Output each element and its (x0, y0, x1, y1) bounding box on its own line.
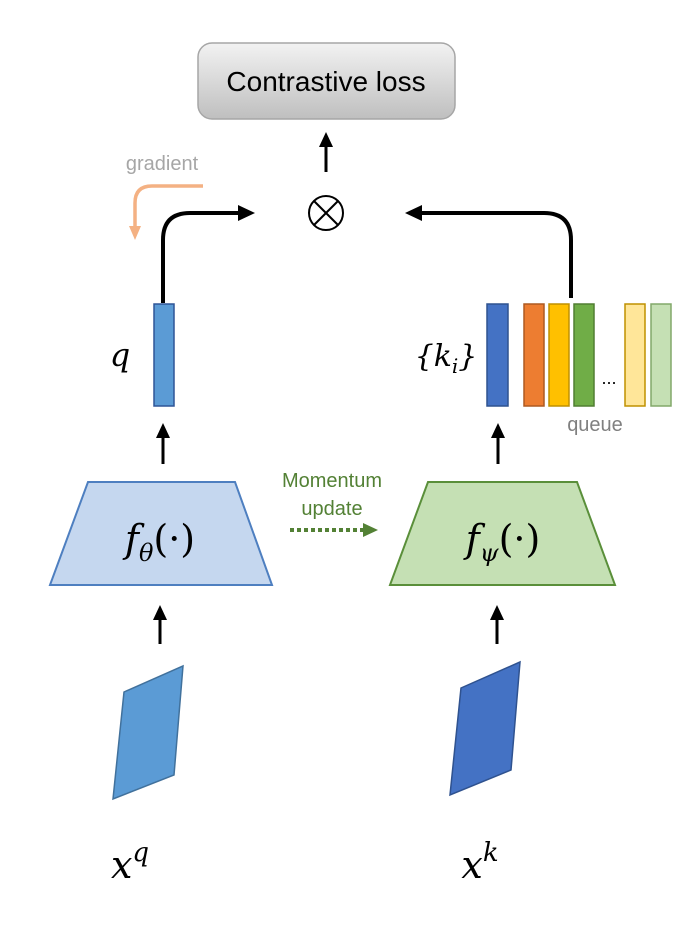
key-encoder-args: (·) (499, 517, 541, 561)
key-encoder-sub: ψ (480, 539, 500, 567)
key-vector (486, 303, 509, 407)
query-encoder: fθ(·) (48, 481, 274, 586)
key-set-label-open: {k (415, 339, 452, 374)
gradient-label: gradient (126, 153, 199, 175)
key-set-label-sub: i (452, 354, 458, 378)
query-input-label: xq (111, 838, 149, 887)
query-encoder-to-vector-arrow (156, 423, 170, 464)
key-to-operator-arrow (405, 205, 573, 298)
arrow-to-loss (319, 132, 333, 172)
query-encoder-args: (·) (153, 517, 195, 561)
momentum-arrow (290, 523, 378, 537)
query-input-sup: q (132, 838, 149, 868)
query-to-operator-arrow (161, 205, 255, 303)
key-input-x: x (461, 843, 482, 887)
queue-bars (523, 303, 672, 407)
key-set-label-close: } (458, 339, 477, 374)
gradient-arrow (129, 184, 203, 240)
query-input-image (112, 664, 184, 801)
query-input-to-encoder-arrow (153, 605, 167, 644)
contrastive-loss-box: Contrastive loss (197, 42, 456, 120)
queue-ellipsis: ... (601, 368, 616, 388)
query-encoder-label: fθ(·) (122, 517, 195, 567)
momentum-label-line1: Momentum (282, 470, 382, 492)
key-encoder-to-vector-arrow (491, 423, 505, 464)
key-input-image (449, 660, 521, 797)
similarity-operator (308, 195, 344, 231)
queue-bar (624, 303, 646, 407)
queue-label: queue (567, 414, 623, 436)
query-input-x: x (111, 843, 132, 887)
key-encoder-label: fψ(·) (463, 517, 541, 567)
queue-bar (650, 303, 672, 407)
queue-bar (548, 303, 570, 407)
queue-bar (573, 303, 595, 407)
key-input-label: xk (461, 838, 498, 887)
contrastive-loss-label: Contrastive loss (226, 66, 425, 97)
key-input-sup: k (483, 838, 499, 868)
query-vector (153, 303, 175, 407)
key-encoder: fψ(·) (388, 481, 617, 586)
query-encoder-sub: θ (139, 539, 154, 567)
key-input-to-encoder-arrow (490, 605, 504, 644)
key-set-label: {ki} (415, 339, 478, 378)
queue-bar (523, 303, 545, 407)
momentum-label-line2: update (301, 498, 362, 520)
query-vector-label: q (110, 336, 130, 374)
